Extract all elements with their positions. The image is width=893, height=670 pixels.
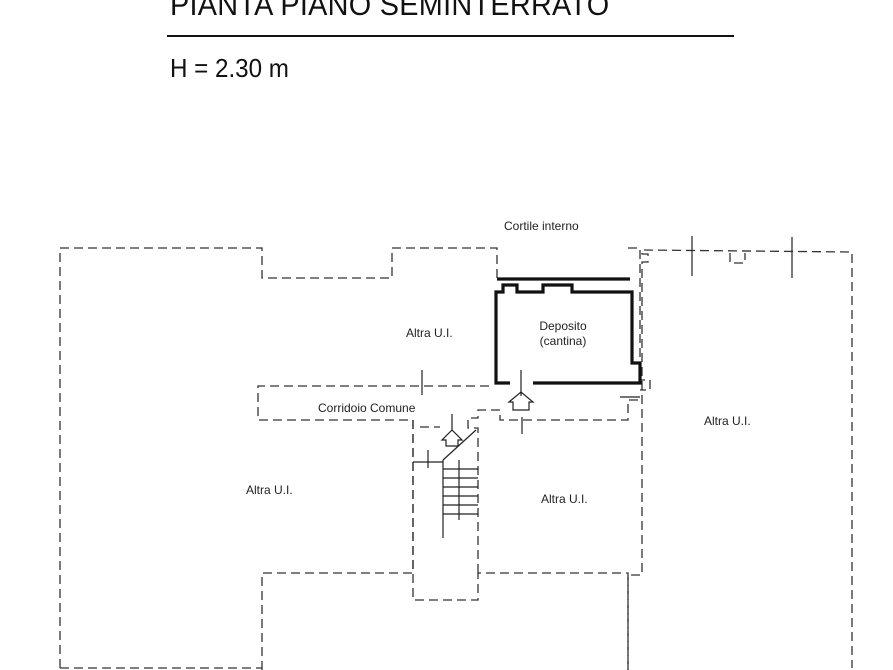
right-unit-outline [627,249,853,670]
title-underline [167,35,734,37]
room-label-deposito: Deposito [539,319,587,333]
room-label-altra-ui-south: Altra U.I. [541,492,588,506]
room-label-altra-ui-north: Altra U.I. [406,326,453,340]
stair-treads [443,468,478,515]
courtyard-notch [729,253,746,264]
deposito-wall [494,283,642,385]
drawing-title: PIANTA PIANO SEMINTERRATO [170,0,610,22]
left-unit-outline [59,247,498,668]
room-label-cantina: (cantina) [540,334,587,348]
room-label-corridoio: Corridoio Comune [318,401,416,415]
room-label-altra-ui-west: Altra U.I. [246,483,293,497]
stair-block-outline [412,420,629,670]
corridor-lower-edge [467,399,640,573]
left-unit-lower-outline [257,385,491,670]
courtyard-right-edge [628,247,651,391]
up-arrow-icon [440,429,464,447]
entry-arrow-icon [507,391,535,411]
stair-diagonal [442,429,477,461]
ceiling-height-label: H = 2.30 m [170,53,289,83]
room-label-altra-ui-east: Altra U.I. [704,414,751,428]
courtyard-label: Cortile interno [504,219,579,233]
